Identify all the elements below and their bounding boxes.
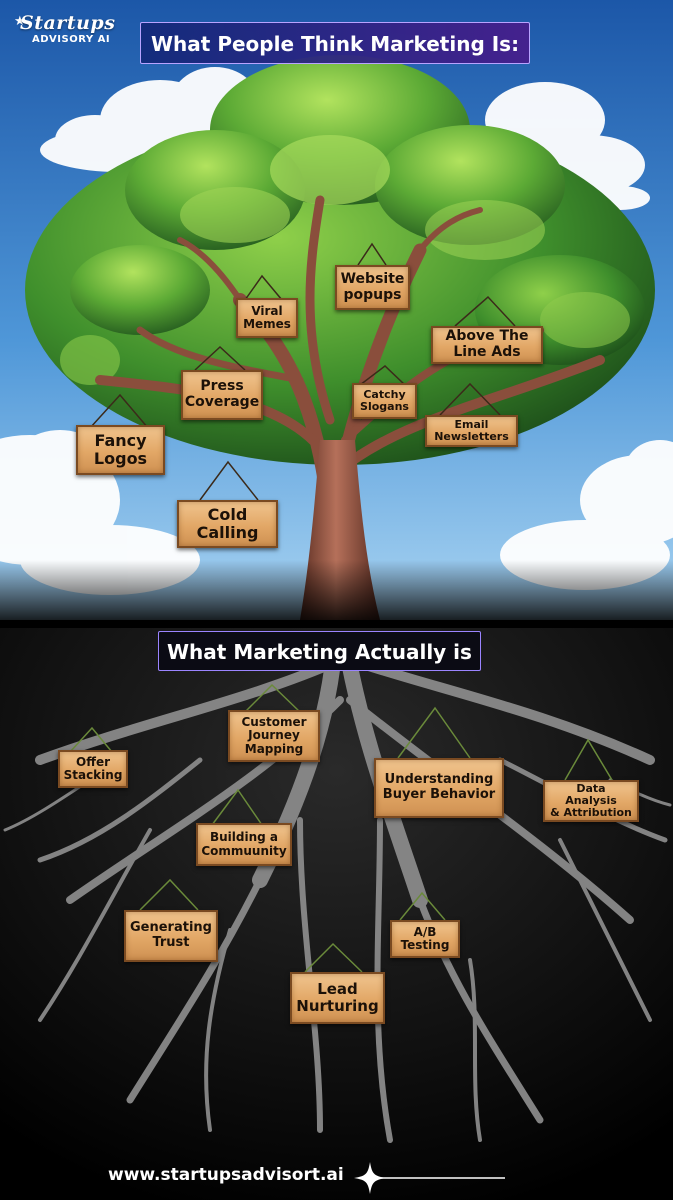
sign-generating-trust: Generating Trust (124, 910, 218, 962)
top-heading: What People Think Marketing Is: (140, 22, 531, 64)
sparkle-icon (354, 1162, 505, 1194)
sign-understanding-buyer-behavior: Understanding Buyer Behavior (374, 758, 504, 818)
sign-offer-stacking: Offer Stacking (58, 750, 128, 788)
sign-data-analysis-attribution: Data Analysis & Attribution (543, 780, 639, 822)
sign-lead-nurturing: Lead Nurturing (290, 972, 385, 1024)
sign-above-the-line-ads: Above The Line Ads (431, 326, 543, 364)
sign-cold-calling: Cold Calling (177, 500, 278, 548)
sign-ab-testing: A/B Testing (390, 920, 460, 958)
website-link[interactable]: www.startupsadvisort.ai (108, 1165, 344, 1185)
sign-catchy-slogans: Catchy Slogans (352, 383, 417, 419)
bottom-heading: What Marketing Actually is (158, 631, 481, 671)
sign-viral-memes: Viral Memes (236, 298, 298, 338)
star-icon: ★ (14, 14, 26, 29)
sign-customer-journey-mapping: Customer Journey Mapping (228, 710, 320, 762)
sign-fancy-logos: Fancy Logos (76, 425, 165, 475)
sign-email-newsletters: Email Newsletters (425, 415, 518, 447)
sign-building-a-community: Building a Commuunity (196, 823, 292, 866)
sign-press-coverage: Press Coverage (181, 370, 263, 420)
brand-subtitle: ADVISORY AI (32, 34, 111, 45)
sign-strings-bottom (69, 683, 613, 973)
brand-name: Startups (20, 12, 116, 34)
sign-website-popups: Website popups (335, 265, 410, 310)
sign-strings-top (89, 242, 516, 501)
fade-overlay (0, 560, 673, 630)
brand-logo: ★ Startups ADVISORY AI (14, 12, 126, 52)
